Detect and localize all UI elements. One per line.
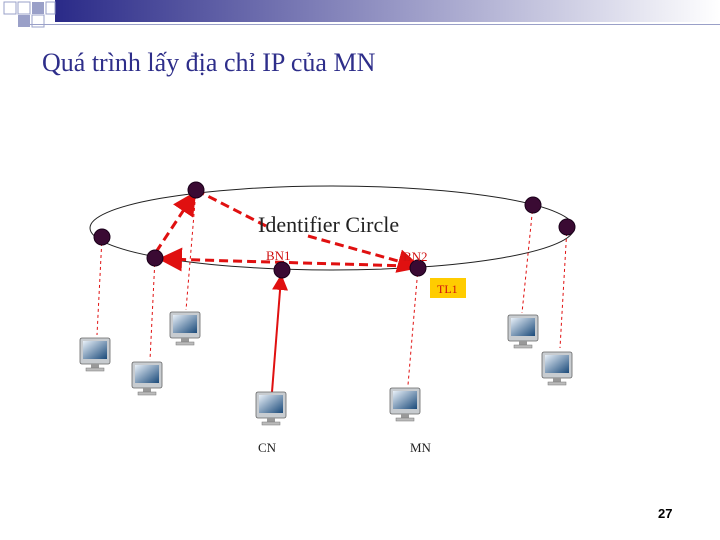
bn1-label: BN1	[266, 248, 291, 263]
node-dot	[188, 182, 204, 198]
node-dot	[94, 229, 110, 245]
cn-computer-icon	[256, 392, 286, 425]
tl-label: TL1	[437, 282, 458, 296]
ring-label: Identifier Circle	[258, 212, 399, 237]
node-dot	[559, 219, 575, 235]
computer-icon	[80, 338, 110, 371]
cn-link	[272, 278, 281, 392]
mn-label: MN	[410, 440, 432, 455]
computer-icon	[132, 362, 162, 395]
computer-icon	[508, 315, 538, 348]
mn-computer-icon	[390, 388, 420, 421]
page-number: 27	[658, 506, 672, 521]
node-dot	[147, 250, 163, 266]
bn2-label: BN2	[403, 249, 428, 264]
computer-icon	[170, 312, 200, 345]
node-dot	[525, 197, 541, 213]
computer-icon	[542, 352, 572, 385]
computer-icons	[80, 312, 572, 425]
bn1-node	[274, 262, 290, 278]
cn-label: CN	[258, 440, 277, 455]
